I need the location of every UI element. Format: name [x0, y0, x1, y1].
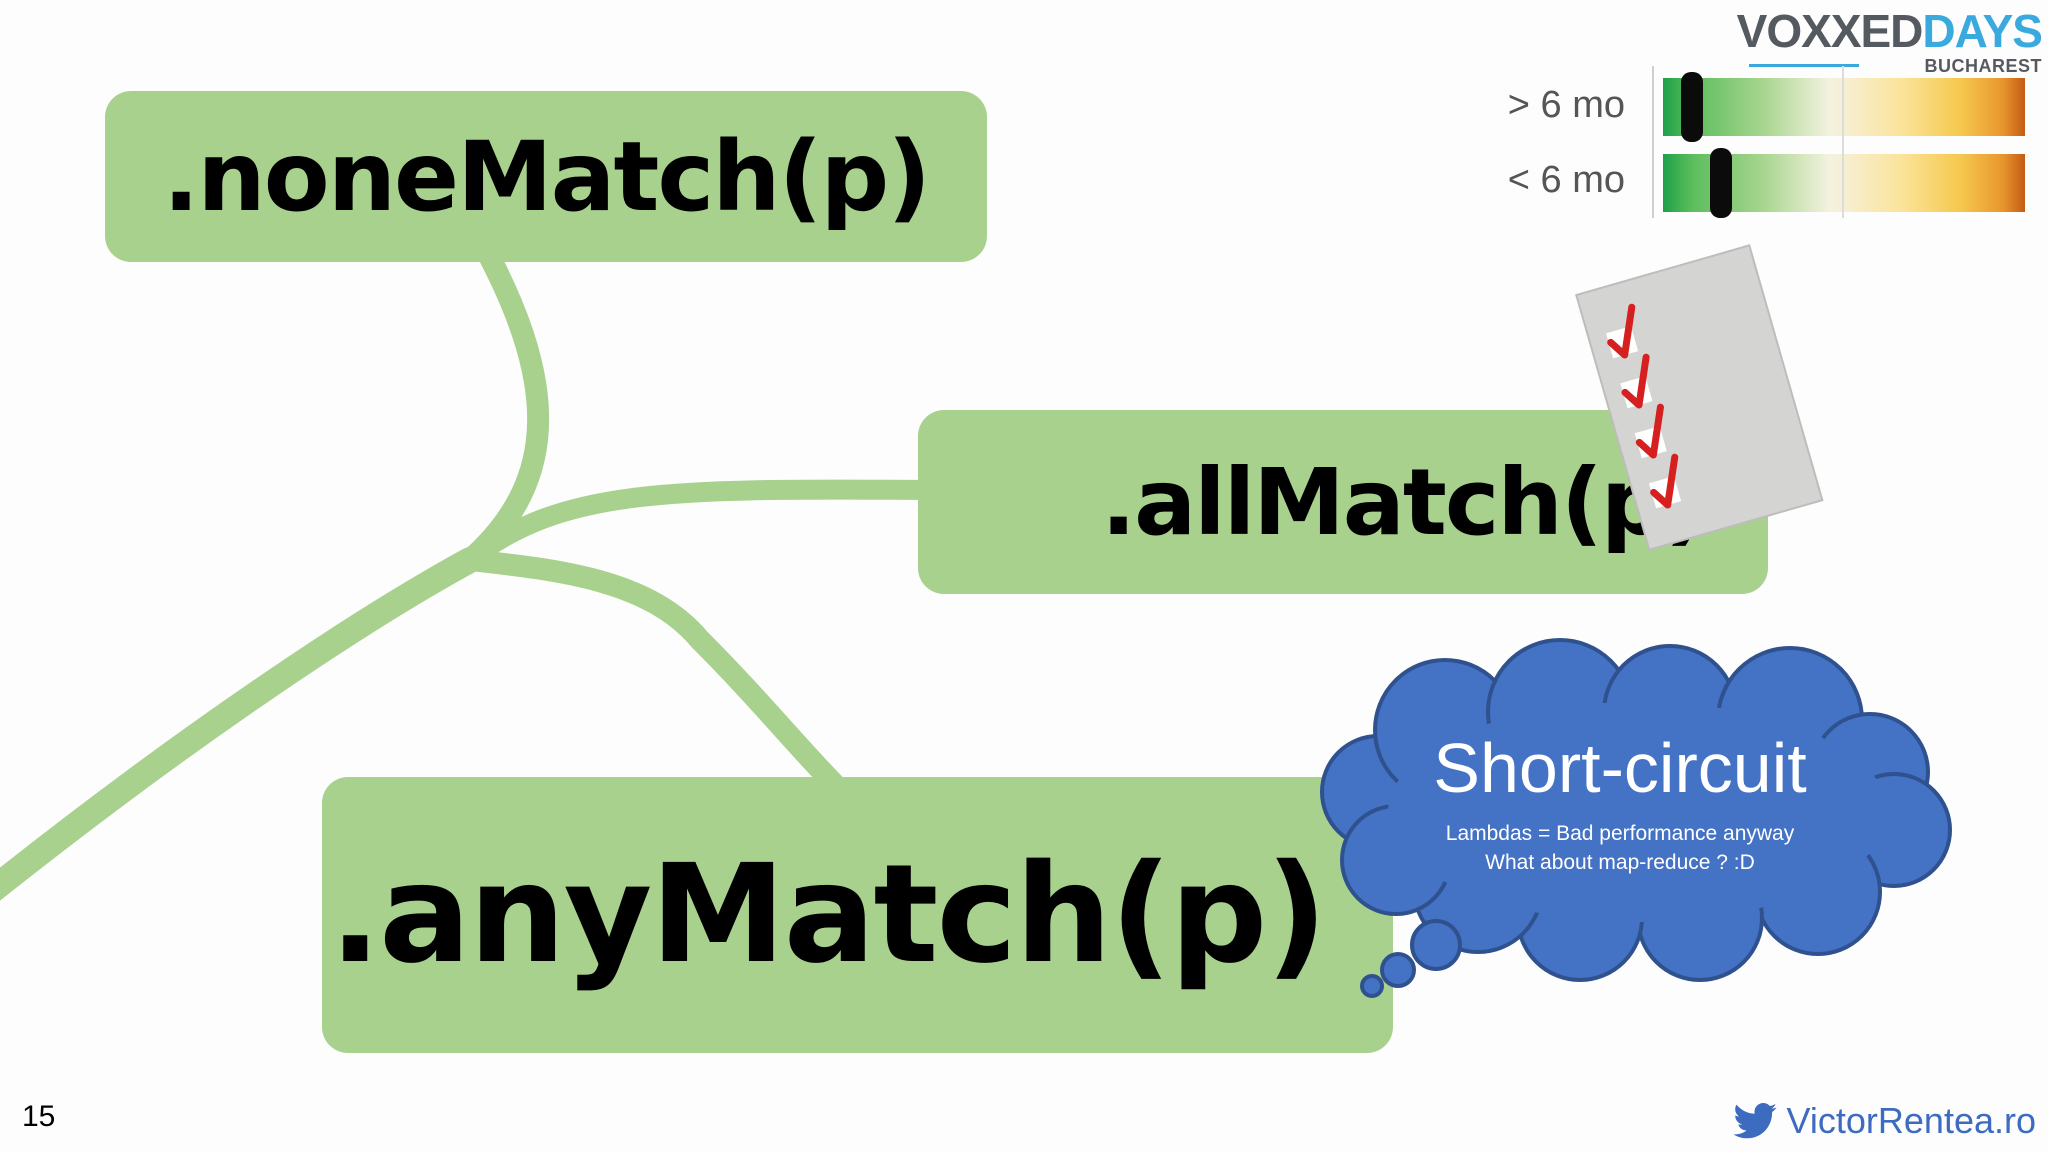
- gauge-bar-under-6mo: [1663, 154, 2025, 212]
- voxxed-days-logo: VOXXEDDAYS BUCHAREST: [1737, 8, 2042, 77]
- cloud-line-2: What about map-reduce ? :D: [1330, 851, 1910, 875]
- gauge-label-over-6mo: > 6 mo: [1475, 84, 1625, 127]
- gauge-knob: [1710, 148, 1732, 218]
- credit[interactable]: VictorRentea.ro: [1733, 1100, 2036, 1142]
- slide-number: 15: [22, 1100, 55, 1134]
- gauge-axis: [1652, 66, 1654, 218]
- gauge-midline: [1842, 66, 1844, 218]
- gauge-knob: [1681, 72, 1703, 142]
- logo-brand-part1: VOXXED: [1737, 5, 1923, 57]
- cloud-line-1: Lambdas = Bad performance anyway: [1330, 822, 1910, 846]
- gauge-label-under-6mo: < 6 mo: [1475, 159, 1625, 202]
- logo-brand-part2: DAYS: [1922, 5, 2042, 57]
- credit-link[interactable]: VictorRentea.ro: [1787, 1100, 2036, 1142]
- gauge-bar-over-6mo: [1663, 78, 2025, 136]
- twitter-bird-icon: [1733, 1103, 1777, 1139]
- cloud-title: Short-circuit: [1330, 728, 1910, 808]
